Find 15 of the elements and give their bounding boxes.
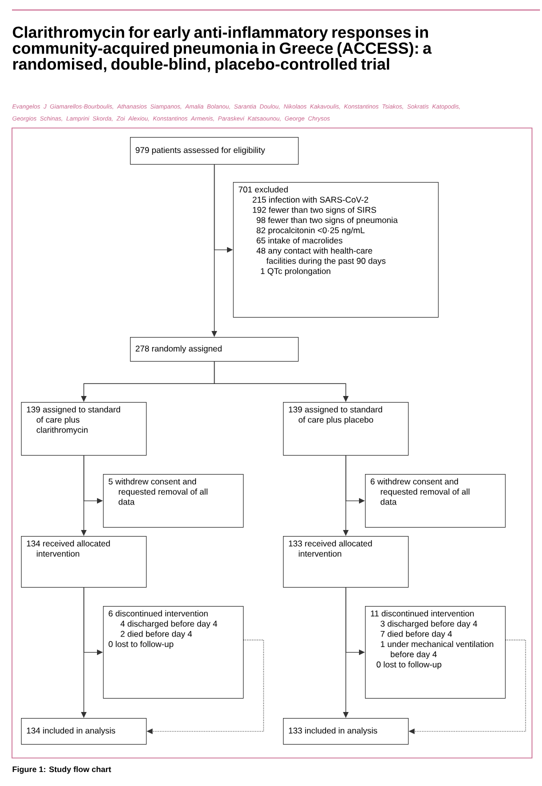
- caption: Figure 1: Study flow chart: [12, 766, 112, 774]
- flow-box: 6 discontinued intervention 4 discharged before day 4 2 died before day 4 0 lost to follow-up: [103, 606, 244, 699]
- flow-box: 134 received allocated intervention: [21, 536, 147, 588]
- flow-box: 701 excluded 215 infection with SARS-CoV-2 192 fewer than two signs of SIRS 98 fewer than two signs of pneumonia 82 procalcitonin <0·25 ng/mL 65 intake of macrolides 48 any contact with health-care facilities during the past 90 days 1 QTc prolongation: [233, 182, 439, 318]
- flow-box: 139 assigned to standard of care plus placebo: [283, 402, 409, 456]
- flow-box: 5 withdrew consent and requested removal of all data: [103, 474, 244, 528]
- flow-box: 11 discontinued intervention 3 discharged before day 4 7 died before day 4 1 under mechanical ventilation before day 4 0 lost to follow-up: [365, 606, 506, 699]
- flow-box: 139 assigned to standard of care plus clarithromycin: [21, 402, 147, 456]
- flow-box: 133 included in analysis: [283, 718, 409, 745]
- title: Clarithromycin for early anti-inflammatory responses in community-acquired pneumonia in Greece (ACCESS): a randomised, double-blind, placebo-controlled trial: [12, 26, 432, 73]
- flow-box: 6 withdrew consent and requested removal of all data: [365, 474, 506, 528]
- flow-box: 134 included in analysis: [21, 718, 147, 745]
- flow-box: 133 received allocated intervention: [283, 536, 409, 588]
- flow-box: 979 patients assessed for eligibility: [130, 136, 299, 165]
- flow-box: 278 randomly assigned: [130, 337, 299, 362]
